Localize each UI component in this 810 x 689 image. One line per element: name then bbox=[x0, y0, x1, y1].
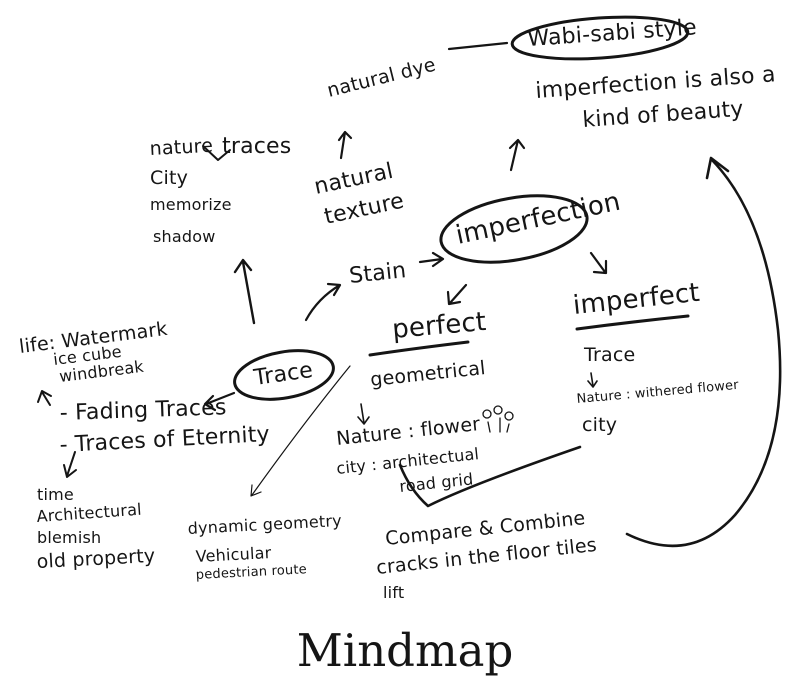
mindmap-title: Mindmap bbox=[297, 624, 514, 677]
arrow-stain-to-imperfection bbox=[418, 251, 445, 268]
arrow-to-natural-dye bbox=[337, 130, 353, 160]
vehicular-label: Vehicular bbox=[195, 543, 272, 566]
time-label: time bbox=[37, 485, 74, 504]
imperfect-nature-label: Nature : withered flower bbox=[576, 378, 740, 407]
lift-label: lift bbox=[383, 583, 404, 602]
flower-doodle-icon bbox=[482, 405, 514, 433]
arrow-to-perfect bbox=[446, 283, 468, 306]
arrow-to-time bbox=[63, 451, 77, 478]
arrow-to-perfect-examples bbox=[357, 403, 370, 425]
traces-eternity-label: - Traces of Eternity bbox=[59, 422, 270, 458]
pedestrian-route-label: pedestrian route bbox=[195, 562, 307, 583]
arrow-imperfection-to-wabi bbox=[508, 138, 526, 172]
natural-dye-label: natural dye bbox=[325, 54, 438, 102]
imperfect-trace-label: Trace bbox=[583, 344, 635, 366]
city-label: City bbox=[150, 167, 188, 189]
imperfection-ellipse bbox=[439, 194, 589, 264]
perfect-label: perfect bbox=[391, 307, 487, 345]
imperfect-label: imperfect bbox=[572, 278, 702, 321]
arrow-trace-to-stain bbox=[304, 282, 342, 322]
loop-back-arrow bbox=[625, 156, 782, 548]
nature-label: nature bbox=[149, 135, 214, 160]
fading-traces-label: - Fading Traces bbox=[59, 395, 227, 426]
arrow-to-watermark bbox=[37, 390, 52, 406]
trace-ellipse bbox=[233, 349, 335, 401]
geometrical-label: geometrical bbox=[369, 357, 486, 391]
memorize-label: memorize bbox=[150, 195, 232, 214]
old-property-label: old property bbox=[36, 545, 156, 573]
imperfect-underline bbox=[575, 314, 690, 331]
arrow-to-imperfect bbox=[589, 251, 608, 275]
connector-dye-wabi bbox=[447, 41, 509, 51]
traces-label: traces bbox=[222, 134, 291, 159]
wabi-sabi-ellipse bbox=[510, 15, 690, 61]
wabi-sabi-label: Wabi-sabi style bbox=[527, 15, 698, 52]
arrow-to-dynamic-geometry bbox=[250, 365, 351, 497]
stain-label: Stain bbox=[348, 258, 407, 289]
shadow-label: shadow bbox=[153, 227, 216, 246]
perfect-nature-label: Nature : flower bbox=[335, 413, 481, 450]
beauty-line2: kind of beauty bbox=[582, 97, 745, 133]
perfect-city-line2: road grid bbox=[398, 469, 474, 496]
trace-label: Trace bbox=[251, 358, 314, 391]
compare-combine-connector bbox=[398, 445, 582, 508]
dynamic-geometry-label: dynamic geometry bbox=[187, 511, 342, 538]
arrow-to-imperfect-examples bbox=[587, 372, 598, 388]
arrow-trace-up bbox=[233, 258, 256, 325]
imperfect-city-label: city bbox=[582, 414, 617, 436]
perfect-underline bbox=[368, 340, 470, 357]
traces-brace bbox=[202, 145, 231, 161]
arrow-trace-to-fading bbox=[203, 391, 236, 412]
architectural-blemish-line2: blemish bbox=[37, 528, 101, 547]
